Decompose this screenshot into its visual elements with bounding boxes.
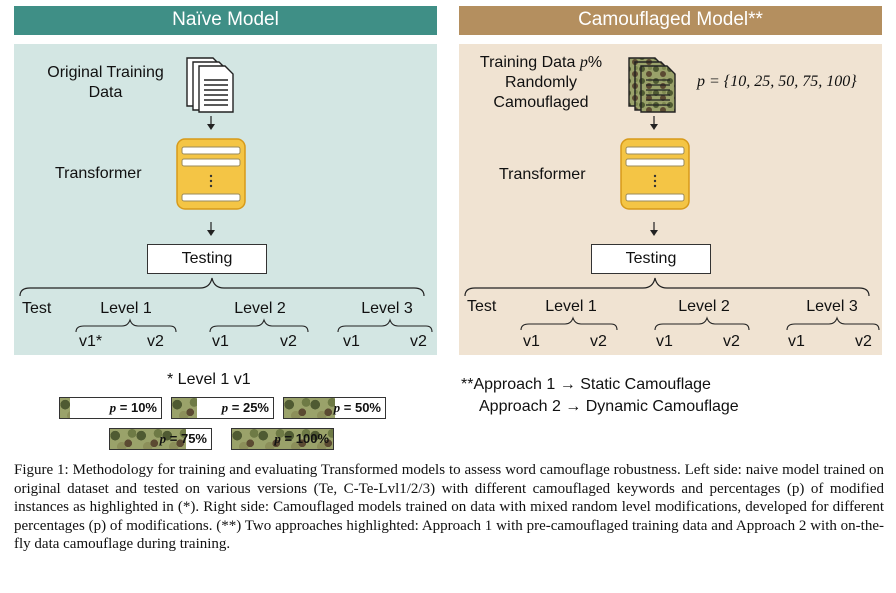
level-1-label: Level 1 — [100, 300, 152, 317]
version-label: v2 — [410, 333, 427, 350]
testing-box: Testing — [147, 244, 267, 274]
bar-label: p = 50% — [333, 400, 381, 415]
arrow-down-icon — [207, 222, 215, 236]
level-braces — [75, 318, 433, 333]
camouflage-bar-50: p = 50% — [283, 397, 386, 419]
arrow-down-icon — [650, 222, 658, 236]
version-label: v1 — [788, 333, 805, 350]
figure-caption: Figure 1: Methodology for training and e… — [14, 462, 884, 552]
version-label: v1 — [523, 333, 540, 350]
camouflage-fill — [284, 398, 335, 418]
camouflage-fill — [172, 398, 198, 418]
camouflage-bar-75: p = 75% — [109, 428, 212, 450]
version-label: v2 — [147, 333, 164, 350]
level-2-label: Level 2 — [678, 298, 730, 315]
approach-1-line: **Approach 1 → Static Camouflage — [461, 376, 711, 393]
bar-label: p = 75% — [159, 431, 207, 446]
documents-icon — [186, 57, 234, 113]
version-label: v2 — [855, 333, 872, 350]
level-2-label: Level 2 — [234, 300, 286, 317]
original-training-data-label: Original Training Data — [47, 64, 164, 101]
level-braces — [520, 316, 880, 331]
training-data-label: Training Data p% Randomly Camouflaged — [479, 54, 603, 111]
version-label: v2 — [723, 333, 740, 350]
bar-label: p = 100% — [274, 431, 329, 446]
level-3-label: Level 3 — [361, 300, 413, 317]
version-label: v2 — [280, 333, 297, 350]
bar-label: p = 25% — [221, 400, 269, 415]
transformer-label: Transformer — [499, 166, 586, 183]
naive-model-header: Naïve Model — [14, 6, 437, 35]
transformer-block-icon — [620, 138, 690, 210]
camouflage-bar-25: p = 25% — [171, 397, 274, 419]
arrow-down-icon — [650, 116, 658, 130]
test-label: Test — [467, 298, 497, 315]
version-label: v1 — [212, 333, 229, 350]
version-label: v1* — [79, 333, 103, 350]
transformer-label: Transformer — [55, 165, 142, 182]
level-1-label: Level 1 — [545, 298, 597, 315]
camouflage-bar-100: p = 100% — [231, 428, 334, 450]
level-3-label: Level 3 — [806, 298, 858, 315]
camouflage-fill — [110, 429, 186, 449]
camouflaged-documents-icon — [628, 57, 676, 113]
approach-2-line: Approach 2 → Dynamic Camouflage — [479, 398, 739, 415]
transformer-block-icon — [176, 138, 246, 210]
p-values-equation: p = {10, 25, 50, 75, 100} — [697, 73, 857, 90]
camouflage-fill — [232, 429, 333, 449]
test-label: Test — [22, 300, 52, 317]
test-brace — [19, 277, 425, 297]
arrow-down-icon — [207, 116, 215, 130]
camouflaged-model-header: Camouflaged Model** — [459, 6, 882, 35]
version-label: v1 — [656, 333, 673, 350]
camouflage-fill — [60, 398, 71, 418]
testing-box: Testing — [591, 244, 711, 274]
bar-label: p = 10% — [109, 400, 157, 415]
test-brace — [464, 277, 870, 297]
version-label: v2 — [590, 333, 607, 350]
camouflage-bar-10: p = 10% — [59, 397, 162, 419]
version-label: v1 — [343, 333, 360, 350]
level-1-v1-legend-title: * Level 1 v1 — [167, 371, 251, 388]
